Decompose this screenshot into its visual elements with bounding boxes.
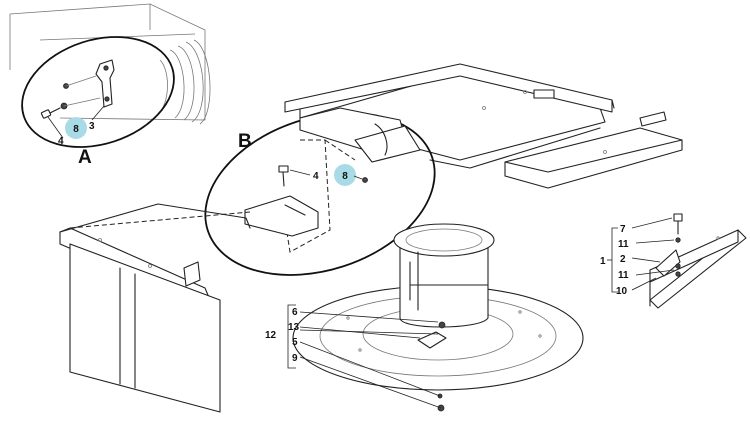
callout-ellipse-b	[204, 112, 436, 276]
label-6: 6	[292, 307, 298, 318]
label-1: 1	[600, 256, 606, 267]
highlight-marker-b	[334, 164, 356, 186]
callout-ellipse-a	[21, 36, 175, 148]
label-a-8: 8	[73, 124, 79, 135]
label-11-lower: 11	[618, 270, 629, 281]
detail-a-parts	[40, 59, 115, 119]
label-13: 13	[288, 322, 300, 333]
callout-letter-b: B	[238, 131, 252, 152]
leader-group-12	[287, 304, 442, 409]
left-frame-chute	[59, 203, 251, 413]
callout-letter-a: A	[78, 147, 92, 168]
label-7: 7	[620, 224, 626, 235]
right-kit-parts	[649, 213, 747, 309]
leader-group-1	[607, 217, 675, 293]
label-11-upper: 11	[618, 239, 629, 250]
detail-a-housing	[9, 3, 211, 125]
label-9: 9	[292, 353, 298, 364]
label-b-4: 4	[313, 171, 319, 182]
highlight-marker-a	[65, 117, 87, 139]
label-10: 10	[616, 286, 628, 297]
rotor-disc-assembly	[292, 223, 584, 412]
label-5: 5	[292, 337, 298, 348]
label-2: 2	[620, 254, 626, 265]
label-a-3: 3	[89, 121, 95, 132]
label-b-8: 8	[342, 171, 348, 182]
detail-b-parts	[244, 107, 421, 253]
label-a-4: 4	[58, 136, 64, 147]
label-12: 12	[265, 330, 277, 341]
